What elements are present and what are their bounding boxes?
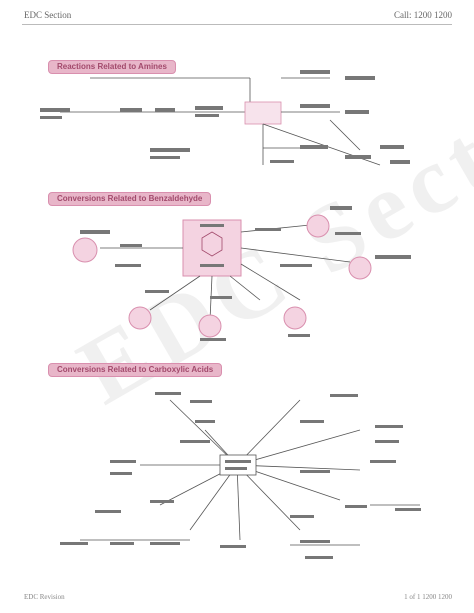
benzaldehyde-scheme [72,206,411,341]
carboxylic-scheme [60,392,421,559]
section-title-amines: Reactions Related to Amines [48,60,176,74]
section-title-carboxylic: Conversions Related to Carboxylic Acids [48,363,223,377]
amine-scheme [60,77,381,166]
header-rule [22,24,452,25]
footer-right: 1 of 1 1200 1200 [404,593,452,601]
footer-left: EDC Revision [24,593,65,601]
header-right: Call: 1200 1200 [394,10,452,20]
amine-scheme-labels [40,70,410,164]
section-title-benzaldehyde: Conversions Related to Benzaldehyde [48,192,212,206]
header-left: EDC Section [24,10,72,20]
